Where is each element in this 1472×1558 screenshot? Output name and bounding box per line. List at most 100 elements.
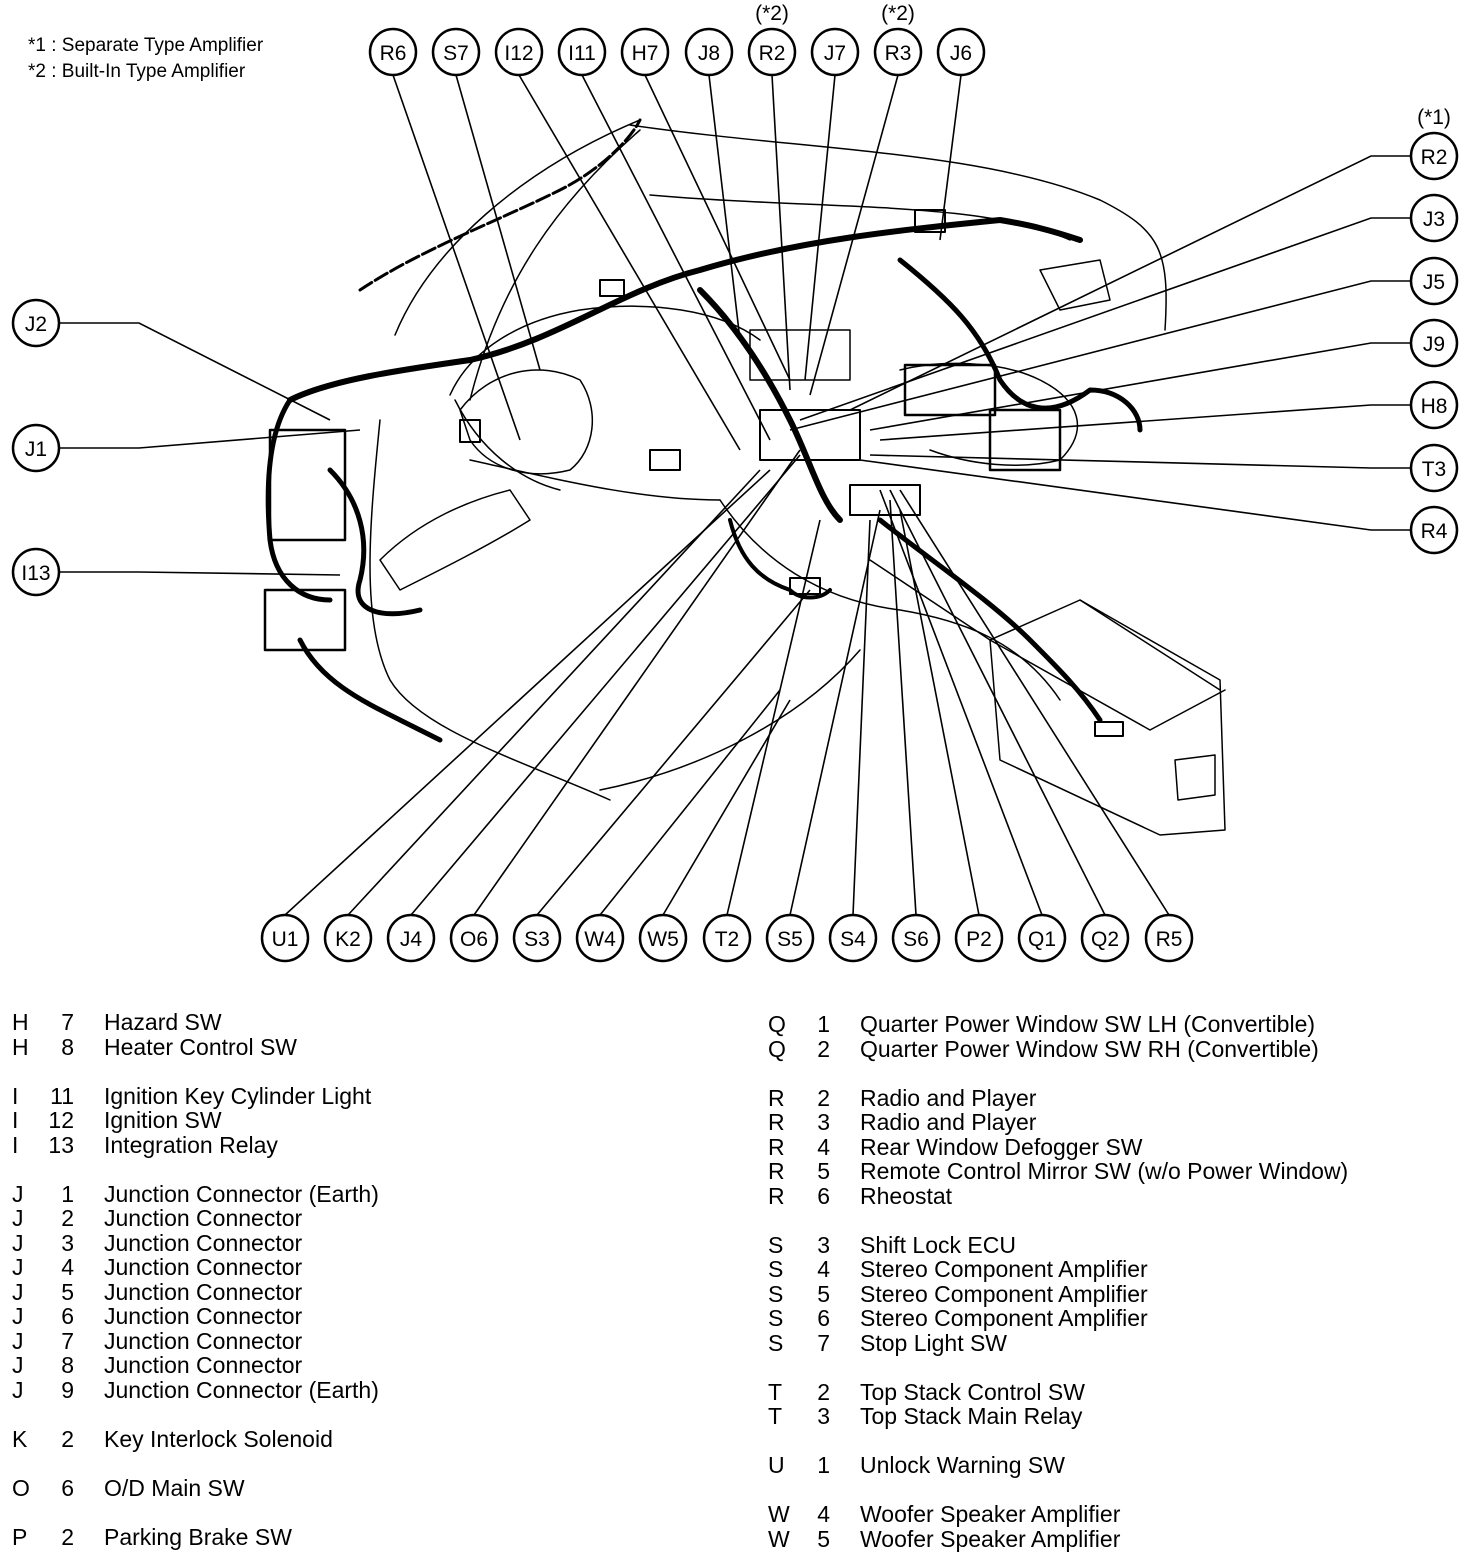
legend-letter: R (768, 1133, 785, 1160)
legend-description: Integration Relay (104, 1131, 278, 1158)
callout-label: R4 (1421, 520, 1448, 543)
callout-label: J9 (1423, 333, 1445, 356)
legend-row: S 3 Shift Lock ECU (768, 1231, 1348, 1258)
legend-description: Parking Brake SW (104, 1523, 292, 1550)
legend-row: J 4 Junction Connector (12, 1255, 379, 1280)
callout-circle (954, 913, 1004, 963)
relay-block-left (263, 588, 347, 652)
legend-number: 4 (817, 1133, 830, 1160)
legend-number: 2 (61, 1523, 74, 1550)
callout-circle (431, 27, 481, 77)
harness-branch-right (897, 257, 1143, 433)
legend-description: Radio and Player (860, 1084, 1037, 1111)
callout-bottom-p2: P2 (954, 913, 1004, 963)
legend-letter: S (768, 1305, 784, 1331)
legend-number: 3 (817, 1231, 830, 1258)
leader-bottom-q2 (889, 489, 1106, 916)
note-separate-amplifier: *1 : Separate Type Amplifier (28, 35, 264, 56)
console-knob (1174, 754, 1216, 801)
callout-label: W5 (647, 928, 679, 951)
callout-label: R3 (885, 42, 912, 65)
legend-letter: H (12, 1009, 29, 1035)
legend-description: Junction Connector (104, 1254, 303, 1280)
callout-top-r2: R2(*2) (747, 2, 797, 77)
legend-description: Quarter Power Window SW RH (Convertible) (860, 1035, 1319, 1062)
legend-letter: I (12, 1107, 19, 1133)
legend-number: 8 (61, 1352, 74, 1378)
callout-top-i11: I11 (557, 27, 607, 77)
leader-bottom-s6 (889, 499, 917, 916)
legend-number: 3 (817, 1109, 830, 1135)
legend-number: 7 (61, 1327, 74, 1354)
leader-top-i11 (581, 74, 771, 441)
callout-bottom-q1: Q1 (1017, 913, 1067, 963)
console-top (989, 599, 1226, 731)
legend-number: 3 (61, 1229, 74, 1256)
leader-right-h8 (879, 404, 1411, 441)
callout-top-j7: J7 (810, 27, 860, 77)
callout-circle (575, 913, 625, 963)
callout-left-j2: J2 (11, 298, 61, 348)
leader-top-r3 (809, 74, 899, 396)
callout-bottom-w5: W5 (638, 913, 688, 963)
callout-label: H7 (632, 42, 659, 65)
legend-description: Woofer Speaker Amplifier (860, 1525, 1121, 1552)
callout-label: H8 (1421, 395, 1448, 418)
legend-letter: T (768, 1403, 783, 1429)
callout-bottom-s6: S6 (891, 913, 941, 963)
legend-number: 5 (817, 1280, 830, 1307)
legend-number: 6 (61, 1303, 74, 1329)
legend-letter: J (12, 1376, 24, 1403)
dash-top-outline (394, 119, 1167, 401)
right-dash-panel (899, 259, 1111, 466)
callout-circle (1409, 193, 1459, 243)
legend-number: 4 (61, 1254, 74, 1280)
legend-letter: O (12, 1474, 30, 1501)
callout-bottom-t2: T2 (702, 913, 752, 963)
legend-number: 6 (817, 1305, 830, 1331)
callout-circle (1409, 318, 1459, 368)
leader-top-h7 (644, 74, 791, 381)
callout-circle (1409, 505, 1459, 555)
callout-circle (747, 27, 797, 77)
legend-number: 2 (817, 1084, 830, 1111)
legend-letter: R (768, 1084, 785, 1111)
callout-label: U1 (272, 928, 299, 951)
callout-circle (386, 913, 436, 963)
legend-letter: J (12, 1254, 24, 1280)
legend-description: Shift Lock ECU (860, 1231, 1016, 1258)
callout-label: S3 (524, 928, 550, 951)
callout-circle (557, 27, 607, 77)
legend-letter: S (768, 1231, 784, 1258)
callout-circle (323, 913, 373, 963)
legend-description: Remote Control Mirror SW (w/o Power Wind… (860, 1158, 1349, 1184)
callout-left-i13: I13 (11, 547, 61, 597)
legend-letter: J (12, 1327, 24, 1354)
callout-mark: (*1) (1417, 106, 1451, 129)
legend-description: Stop Light SW (860, 1329, 1008, 1356)
leader-left-j1 (59, 429, 361, 449)
legend-description: Ignition Key Cylinder Light (104, 1082, 372, 1109)
harness-lower-left (297, 637, 443, 743)
leader-bottom-w5 (662, 699, 791, 916)
harness-top-left (358, 118, 642, 292)
legend-letter: W (768, 1501, 790, 1527)
legend-description: Quarter Power Window SW LH (Convertible) (860, 1011, 1316, 1037)
callout-circle (873, 27, 923, 77)
steering-column (379, 489, 531, 591)
legend-letter: Q (768, 1035, 786, 1062)
legend-number: 8 (61, 1033, 74, 1060)
